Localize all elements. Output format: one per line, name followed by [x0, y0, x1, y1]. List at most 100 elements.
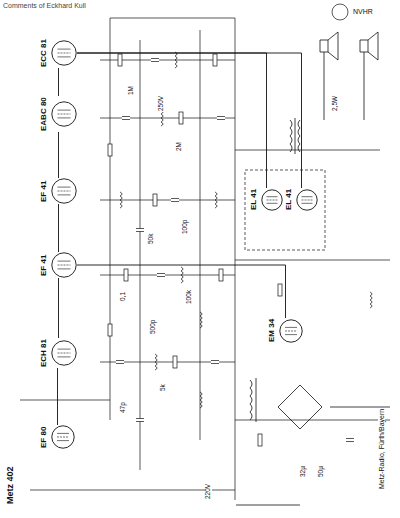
- tube-electrode: [285, 334, 297, 335]
- component-value: 500p: [150, 319, 157, 335]
- wire: [200, 30, 201, 440]
- wire: [324, 52, 325, 120]
- component-value: 2,5W: [332, 95, 339, 112]
- tube-electrode: [58, 265, 71, 266]
- tube-envelope: [52, 253, 76, 277]
- tube-electrode: [267, 196, 278, 197]
- tube-label: EM 34: [268, 318, 276, 343]
- speaker-symbol: [360, 32, 378, 60]
- tube-label: EF 41: [40, 253, 48, 276]
- capacitor-symbol: [151, 59, 159, 62]
- power-supply: [236, 378, 390, 505]
- component-value: 100k: [186, 289, 193, 305]
- capacitor-symbol: [136, 229, 144, 232]
- component-symbol: [179, 112, 183, 124]
- resistor-symbol: [179, 112, 183, 124]
- tube-symbol: [51, 425, 75, 449]
- tube-electrode: [58, 349, 71, 350]
- capacitor-gap: [346, 439, 354, 442]
- component-symbol: [122, 117, 130, 120]
- tube-symbol: [51, 340, 77, 366]
- component-symbol: [200, 312, 202, 328]
- signal-wire: [58, 204, 59, 252]
- component-symbol: [219, 269, 223, 281]
- wire: [364, 52, 365, 120]
- tube-node: ECC 81: [40, 38, 77, 68]
- component-symbol: [151, 59, 159, 62]
- coil-symbol: [175, 52, 177, 68]
- component-group: [108, 52, 372, 446]
- signal-wire: [77, 53, 267, 188]
- signal-wire: [58, 68, 59, 96]
- component-symbol: [116, 361, 124, 364]
- tube-node: EABC 80: [40, 96, 77, 132]
- component-symbol: [118, 54, 122, 66]
- component-value: 32µ: [300, 465, 307, 478]
- component-symbol: [153, 194, 157, 206]
- coil-symbol: [215, 192, 217, 208]
- tube-electrode: [57, 440, 69, 441]
- capacitor-gap: [157, 274, 165, 277]
- capacitor-symbol: [157, 274, 165, 277]
- tube-envelope: [52, 341, 76, 365]
- component-symbol: [161, 110, 163, 126]
- component-value: 50k: [148, 233, 155, 245]
- component-symbol: [173, 356, 177, 368]
- transformer-coil: [290, 120, 292, 152]
- capacitor-gap: [136, 419, 144, 422]
- wire: [100, 275, 235, 276]
- tube-node: EF 41: [40, 252, 77, 278]
- tube-label: EL 41: [285, 188, 293, 211]
- wire: [20, 400, 110, 401]
- component-value: 5k: [160, 383, 167, 392]
- component-symbol: [155, 354, 157, 370]
- capacitor-symbol: [171, 199, 179, 202]
- component-value: 2M: [176, 141, 183, 152]
- tube-node: EL 41: [285, 188, 318, 211]
- supply-bus: [235, 18, 236, 500]
- transformer-core: [256, 378, 257, 422]
- wire: [110, 18, 235, 19]
- component-symbol: [213, 54, 217, 66]
- tube-label: ECC 81: [40, 38, 48, 68]
- tube-electrode: [58, 356, 71, 357]
- tube-electrode: [58, 117, 71, 118]
- resistor-symbol: [108, 144, 112, 156]
- tube-electrode: [57, 437, 69, 438]
- resistor-symbol: [124, 269, 128, 281]
- tube-symbol: [296, 189, 318, 211]
- component-symbol: [136, 229, 144, 232]
- output-transformer: [290, 118, 300, 154]
- mains-transformer-coil: [250, 380, 252, 420]
- capacitor-gap: [122, 117, 130, 120]
- component-symbol: [108, 144, 112, 156]
- resistor-symbol: [213, 54, 217, 66]
- tube-electrode: [58, 114, 71, 115]
- tube-symbol: [51, 178, 77, 204]
- archive-stamp: [332, 4, 348, 20]
- resistor-symbol: [153, 194, 157, 206]
- tube-symbol: [279, 319, 303, 343]
- transformer-coil: [298, 120, 300, 152]
- tube-envelope: [262, 189, 282, 209]
- component-symbol: [211, 361, 219, 364]
- component-symbol: [217, 117, 225, 120]
- capacitor-gap: [171, 199, 179, 202]
- component-symbol: [370, 292, 372, 308]
- note-text: Comments of Eckhard Kull: [2, 2, 87, 9]
- component-symbol: [171, 199, 179, 202]
- coil-symbol: [120, 192, 122, 208]
- tube-electrode: [267, 199, 278, 200]
- tube-electrode: [58, 268, 71, 269]
- tube-node: EF 41: [40, 178, 77, 204]
- component-symbol: [108, 324, 112, 336]
- tube-electrode: [285, 330, 297, 331]
- tube-symbol: [51, 40, 77, 66]
- tube-electrode: [58, 261, 71, 262]
- capacitor-gap: [136, 229, 144, 232]
- tube-label: EL 41: [250, 188, 258, 211]
- resistor-symbol: [258, 434, 262, 446]
- tube-electrode: [302, 202, 313, 203]
- component-value: 50µ: [318, 465, 325, 478]
